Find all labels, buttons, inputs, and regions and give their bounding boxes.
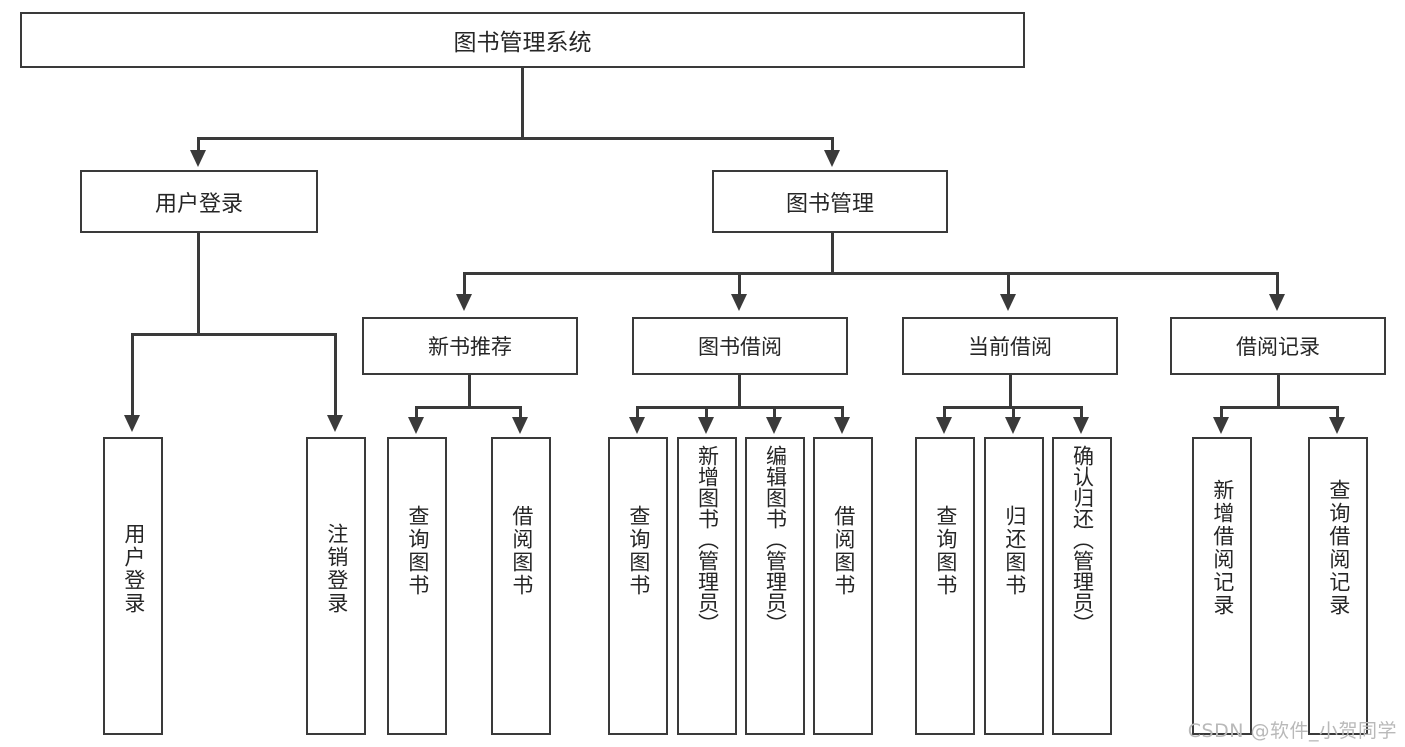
node-label: 编辑图书（管理员） [763, 445, 788, 634]
arrow-down-icon [124, 415, 140, 432]
leaf-borrow-book[interactable]: 借阅图书 [813, 437, 873, 735]
leaf-borrow-book-new[interactable]: 借阅图书 [491, 437, 551, 735]
edge-bm-to-book-borrow [738, 272, 741, 296]
edge-new-book-to-leaf-2 [519, 406, 522, 419]
edge-borrow-record-to-leaf-1 [1220, 406, 1223, 419]
arrow-down-icon [766, 417, 782, 434]
edge-book-management-stem [831, 233, 834, 275]
node-root-book-management-system[interactable]: 图书管理系统 [20, 12, 1025, 68]
node-label: 用户登录 [121, 523, 146, 615]
node-current-borrow[interactable]: 当前借阅 [902, 317, 1118, 375]
leaf-add-borrow-record[interactable]: 新增借阅记录 [1192, 437, 1252, 735]
arrow-down-icon [834, 417, 850, 434]
node-borrow-record[interactable]: 借阅记录 [1170, 317, 1386, 375]
leaf-query-book-borrow[interactable]: 查询图书 [608, 437, 668, 735]
arrow-down-icon [408, 417, 424, 434]
arrow-down-icon [1005, 417, 1021, 434]
edge-new-book-to-leaf-1 [415, 406, 418, 419]
arrow-down-icon [512, 417, 528, 434]
node-label: 查询图书 [933, 505, 958, 597]
node-label: 图书管理 [785, 191, 874, 217]
node-label: 借阅图书 [509, 505, 534, 597]
edge-borrow-record-to-leaf-2 [1336, 406, 1339, 419]
leaf-query-book-new[interactable]: 查询图书 [387, 437, 447, 735]
leaf-query-book-current[interactable]: 查询图书 [915, 437, 975, 735]
node-new-book-recommendation[interactable]: 新书推荐 [362, 317, 578, 375]
edge-book-management-bus [463, 272, 1278, 275]
leaf-user-login[interactable]: 用户登录 [103, 437, 163, 735]
node-label: 新增借阅记录 [1210, 479, 1235, 617]
edge-user-login-stem [197, 233, 200, 335]
edge-root-stem [521, 68, 524, 137]
edge-root-to-user-login [197, 137, 200, 152]
arrow-down-icon [936, 417, 952, 434]
edge-user-login-to-leaf-1 [131, 333, 134, 417]
arrow-down-icon [1329, 417, 1345, 434]
edge-borrow-record-stem [1277, 375, 1280, 408]
node-label: 借阅图书 [831, 505, 856, 597]
edge-current-borrow-stem [1009, 375, 1012, 408]
edge-new-book-bus [415, 406, 522, 409]
edge-root-to-book-management [831, 137, 834, 152]
node-label: 确认归还（管理员） [1070, 445, 1095, 634]
leaf-confirm-return-admin[interactable]: 确认归还（管理员） [1052, 437, 1112, 735]
node-book-borrow[interactable]: 图书借阅 [632, 317, 848, 375]
arrow-down-icon [731, 294, 747, 311]
arrow-down-icon [1213, 417, 1229, 434]
arrow-down-icon [698, 417, 714, 434]
leaf-query-borrow-record[interactable]: 查询借阅记录 [1308, 437, 1368, 735]
node-label: 注销登录 [324, 523, 349, 615]
edge-root-bus [197, 137, 834, 140]
node-label: 查询借阅记录 [1326, 479, 1351, 617]
edge-book-borrow-bus [636, 406, 844, 409]
arrow-down-icon [629, 417, 645, 434]
leaf-logout[interactable]: 注销登录 [306, 437, 366, 735]
edge-book-borrow-to-leaf-1 [636, 406, 639, 419]
node-label: 查询图书 [626, 505, 651, 597]
edge-borrow-record-bus [1220, 406, 1339, 409]
edge-book-borrow-stem [738, 375, 741, 408]
leaf-add-book-admin[interactable]: 新增图书（管理员） [677, 437, 737, 735]
edge-current-borrow-to-leaf-1 [943, 406, 946, 419]
edge-bm-to-borrow-record [1276, 272, 1279, 296]
node-label: 用户登录 [154, 191, 243, 217]
edge-book-borrow-to-leaf-4 [841, 406, 844, 419]
edge-bm-to-current-borrow [1007, 272, 1010, 296]
edge-current-borrow-to-leaf-3 [1080, 406, 1083, 419]
node-label: 归还图书 [1002, 505, 1027, 597]
leaf-edit-book-admin[interactable]: 编辑图书（管理员） [745, 437, 805, 735]
arrow-down-icon [824, 150, 840, 167]
arrow-down-icon [456, 294, 472, 311]
node-user-login[interactable]: 用户登录 [80, 170, 318, 233]
leaf-return-book[interactable]: 归还图书 [984, 437, 1044, 735]
edge-user-login-bus [131, 333, 337, 336]
node-label: 新增图书（管理员） [695, 445, 720, 634]
node-label: 查询图书 [405, 505, 430, 597]
node-book-management[interactable]: 图书管理 [712, 170, 948, 233]
edge-bm-to-new-book [463, 272, 466, 296]
node-label: 借阅记录 [1236, 335, 1320, 359]
arrow-down-icon [190, 150, 206, 167]
node-label: 图书借阅 [698, 335, 782, 359]
arrow-down-icon [1000, 294, 1016, 311]
edge-book-borrow-to-leaf-3 [773, 406, 776, 419]
edge-user-login-to-leaf-2 [334, 333, 337, 417]
edge-current-borrow-to-leaf-2 [1012, 406, 1015, 419]
arrow-down-icon [1073, 417, 1089, 434]
node-label: 图书管理系统 [453, 30, 592, 56]
node-label: 新书推荐 [428, 335, 512, 359]
edge-book-borrow-to-leaf-2 [705, 406, 708, 419]
edge-new-book-stem [468, 375, 471, 408]
arrow-down-icon [327, 415, 343, 432]
arrow-down-icon [1269, 294, 1285, 311]
node-label: 当前借阅 [968, 335, 1052, 359]
